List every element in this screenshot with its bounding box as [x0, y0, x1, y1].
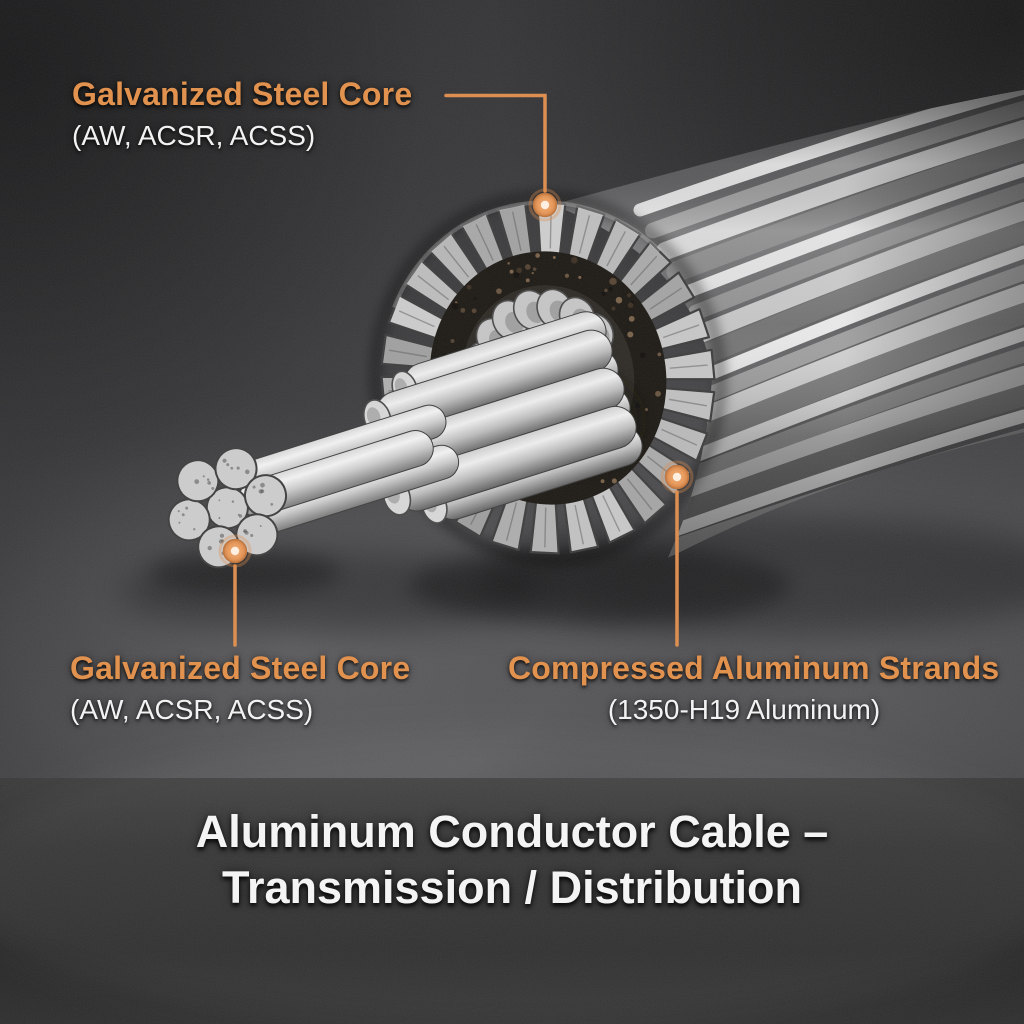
callout-title: Compressed Aluminum Strands — [508, 650, 1000, 686]
callout-title: Galvanized Steel Core — [72, 76, 413, 112]
caption-line-1: Aluminum Conductor Cable – — [195, 806, 829, 857]
callout-subtitle: (AW, ACSR, ACSS) — [72, 120, 316, 151]
callout-subtitle: (1350-H19 Aluminum) — [607, 694, 881, 725]
callout-title: Galvanized Steel Core — [70, 650, 411, 686]
callout-galvanized-steel-core-top: Galvanized Steel Core (AW, ACSR, ACSS) — [72, 74, 412, 154]
caption-line-2: Transmission / Distribution — [221, 862, 803, 913]
caption-banner: Aluminum Conductor Cable – Transmission … — [0, 804, 1024, 916]
callout-compressed-aluminum-strands: Compressed Aluminum Strands (1350-H19 Al… — [508, 648, 1000, 728]
callout-markers — [218, 93, 694, 647]
callout-galvanized-steel-core-bottom: Galvanized Steel Core (AW, ACSR, ACSS) — [70, 648, 410, 728]
callout-subtitle: (AW, ACSR, ACSS) — [70, 694, 314, 725]
